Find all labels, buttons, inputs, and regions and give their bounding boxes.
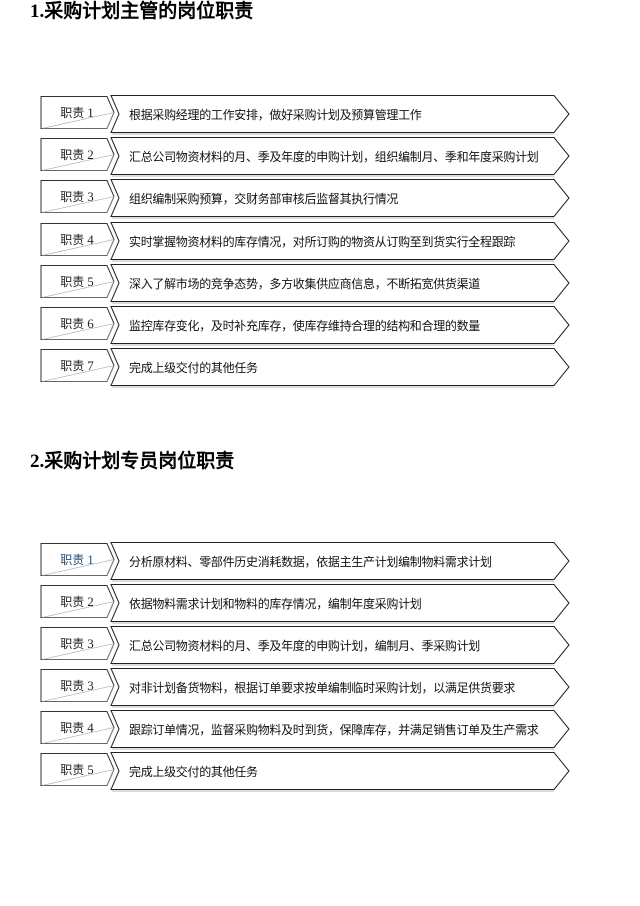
chevron-content-box <box>110 179 570 218</box>
duty-label-text: 职责 <box>60 148 85 163</box>
duty-shape <box>40 668 570 708</box>
duty-label-text: 职责 <box>60 553 85 567</box>
duty-number: 5 <box>87 273 94 289</box>
duty-description: 深入了解市场的竞争态势，多方收集供应商信息，不断拓宽供货渠道 <box>129 276 481 291</box>
duty-label-text: 职责 <box>60 232 85 247</box>
duty-label-text: 职责 <box>60 190 85 205</box>
chevron-content-box <box>110 542 570 580</box>
duty-number: 1 <box>87 105 94 120</box>
duty-shape <box>40 348 570 388</box>
duty-shape <box>40 752 570 792</box>
duty-description: 根据采购经理的工作安排，做好采购计划及预算管理工作 <box>129 108 422 122</box>
chevron-content-box <box>110 306 570 344</box>
duty-label-text: 职责 <box>60 317 85 331</box>
duty-label-text: 职责 <box>60 721 85 735</box>
chevron-content-box <box>110 710 570 748</box>
duty-shape <box>40 584 570 624</box>
section-2-title: 2.采购计划专员岗位职责 <box>30 451 235 472</box>
duty-description: 完成上级交付的其他任务 <box>129 361 258 376</box>
duty-shape <box>40 95 570 135</box>
duty-shape <box>40 710 570 750</box>
section-1-title: 1.采购计划主管的岗位职责 <box>30 1 254 22</box>
chevron-content-box <box>110 221 570 260</box>
duty-number: 5 <box>87 762 94 777</box>
chevron-content-box <box>110 668 570 706</box>
duty-description: 依据物料需求计划和物料的库存情况，编制年度采购计划 <box>129 597 422 611</box>
chevron-content-box <box>110 95 570 133</box>
duty-description: 汇总公司物资材料的月、季及年度的申购计划，组织编制月、季和年度采购计划 <box>129 150 539 165</box>
duty-shape <box>40 626 570 666</box>
duty-label-text: 职责 <box>60 359 85 374</box>
chevron-content-box <box>110 584 570 622</box>
duty-description: 对非计划备货物料，根据订单要求按单编制临时采购计划，以满足供货要求 <box>129 681 516 695</box>
chevron-content-box <box>110 348 570 387</box>
duty-label-text: 职责 <box>60 679 85 693</box>
duty-shape <box>40 137 570 177</box>
duty-number: 3 <box>87 636 94 651</box>
duty-shape <box>40 179 570 219</box>
duty-number: 2 <box>87 594 94 609</box>
duty-shape <box>40 221 570 262</box>
duty-description: 实时掌握物资材料的库存情况，对所订购的物资从订购至到货实行全程跟踪 <box>129 234 516 249</box>
duty-number: 1 <box>87 552 94 567</box>
duty-number: 6 <box>87 316 94 331</box>
chevron-content-box <box>110 752 570 790</box>
chevron-content-box <box>110 263 570 302</box>
duty-description: 汇总公司物资材料的月、季及年度的申购计划，编制月、季采购计划 <box>129 639 481 653</box>
duty-shape <box>40 263 570 304</box>
duty-shape <box>40 306 570 346</box>
duty-number: 2 <box>87 147 94 163</box>
duty-label-text: 职责 <box>60 274 85 289</box>
duty-label-text: 职责 <box>60 637 85 651</box>
duty-description: 跟踪订单情况，监督采购物料及时到货，保障库存，并满足销售订单及生产需求 <box>129 723 539 737</box>
duty-number: 4 <box>87 231 94 247</box>
duty-number: 7 <box>87 358 94 374</box>
duty-number: 3 <box>87 189 94 205</box>
duty-label-text: 职责 <box>60 106 85 120</box>
duty-number: 3 <box>87 678 94 693</box>
duty-description: 监控库存变化，及时补充库存，使库存维持合理的结构和合理的数量 <box>129 319 481 333</box>
chevron-content-box <box>110 137 570 176</box>
duty-number: 4 <box>87 720 94 735</box>
duty-label-text: 职责 <box>60 763 85 777</box>
duty-shape <box>40 542 570 582</box>
duty-description: 组织编制采购预算，交财务部审核后监督其执行情况 <box>129 192 399 207</box>
chevron-content-box <box>110 626 570 664</box>
duty-label-text: 职责 <box>60 595 85 609</box>
duty-description: 分析原材料、零部件历史消耗数据，依据主生产计划编制物料需求计划 <box>129 555 492 569</box>
duty-description: 完成上级交付的其他任务 <box>129 765 258 779</box>
